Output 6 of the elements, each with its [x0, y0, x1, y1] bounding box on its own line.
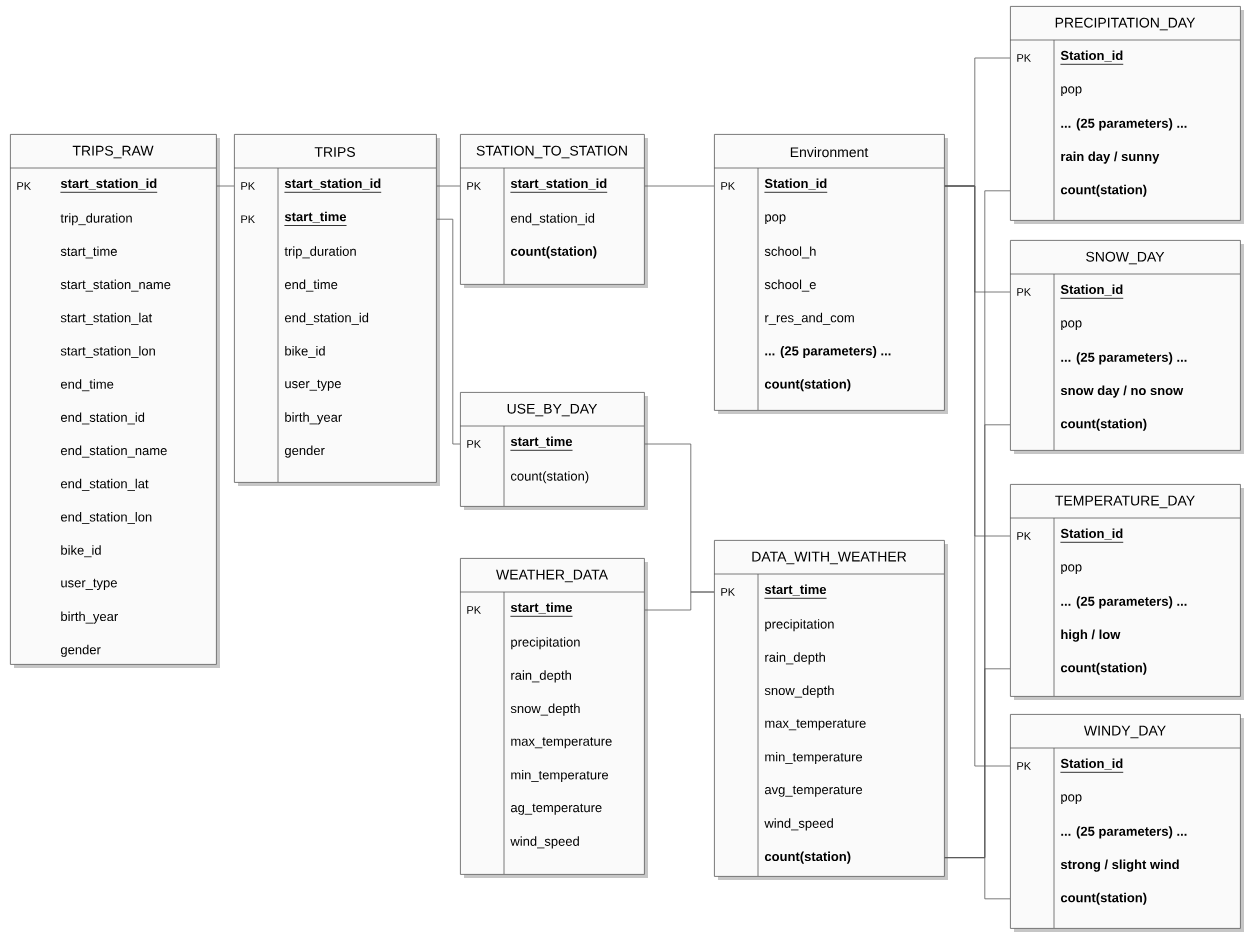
connector-line	[644, 591, 715, 611]
connector-line	[436, 218, 461, 445]
connector-line	[216, 185, 235, 187]
connector-line	[644, 185, 715, 187]
connector-line	[436, 185, 461, 187]
connector-line	[944, 857, 1011, 900]
